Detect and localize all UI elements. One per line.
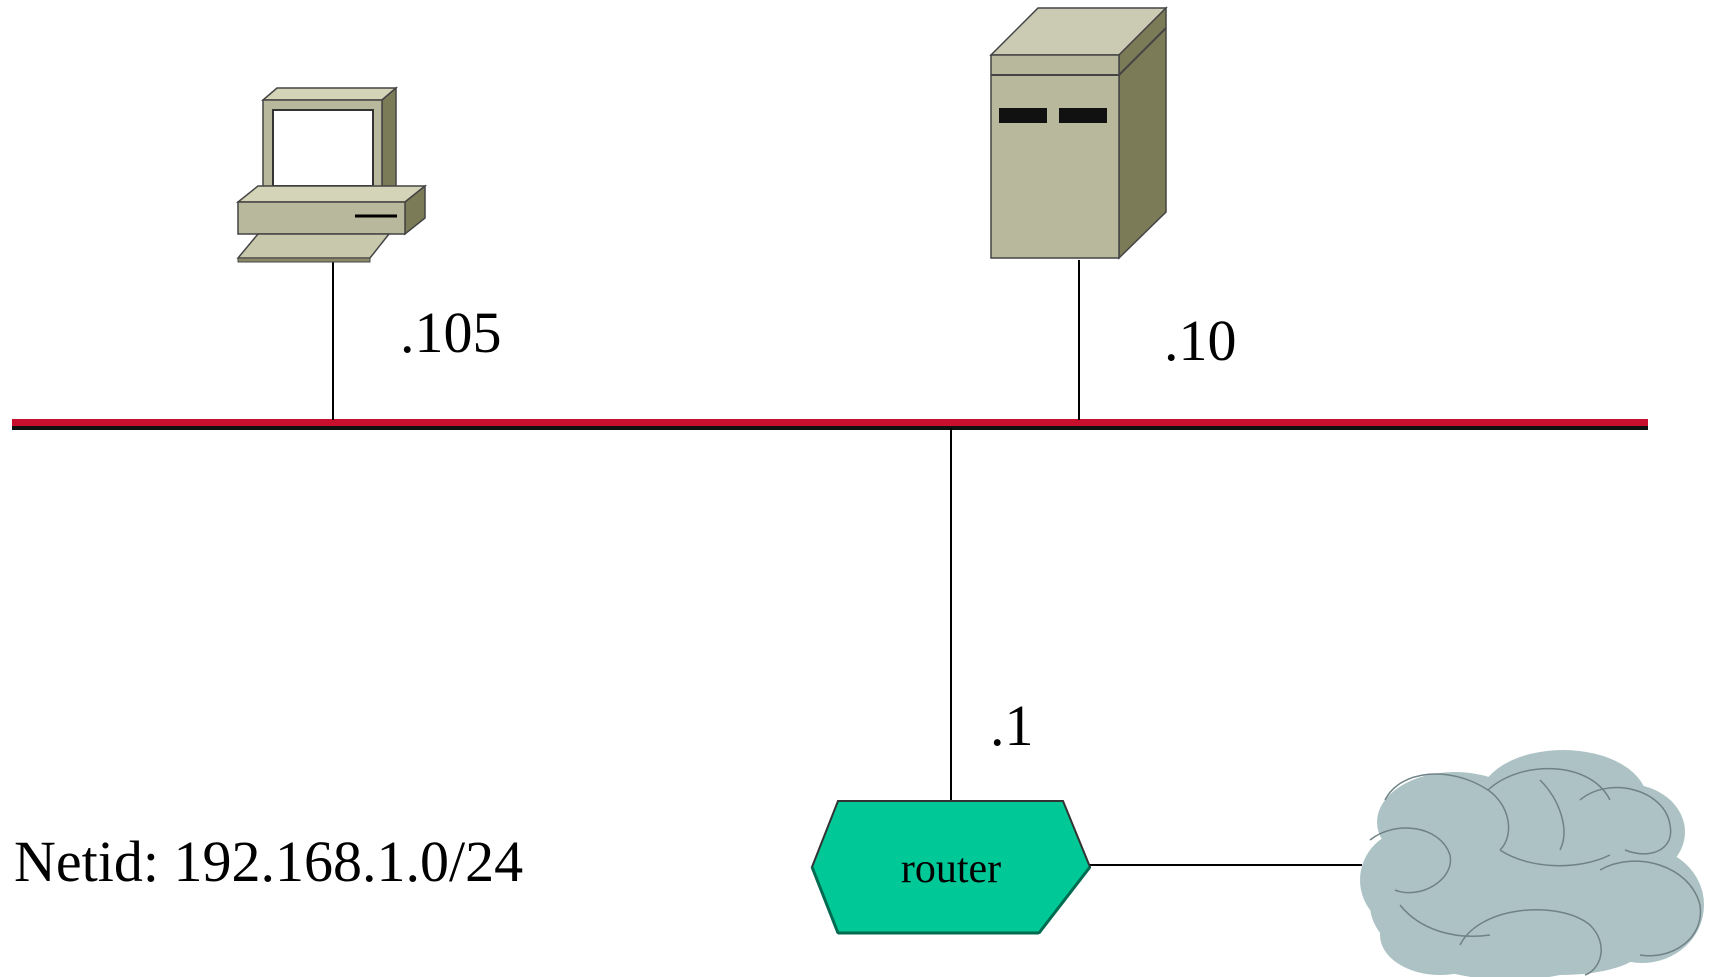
router-address: .1 [990,693,1034,758]
workstation-address: .105 [400,300,502,365]
lan-bus [12,419,1648,430]
router-label: router [901,846,1001,892]
server-icon [989,6,1168,260]
workstation-icon [235,86,428,263]
router-icon: router [810,800,1092,935]
network-id-label: Netid: 192.168.1.0/24 [14,829,523,894]
cloud-icon [1360,750,1704,977]
server-address: .10 [1164,308,1237,373]
